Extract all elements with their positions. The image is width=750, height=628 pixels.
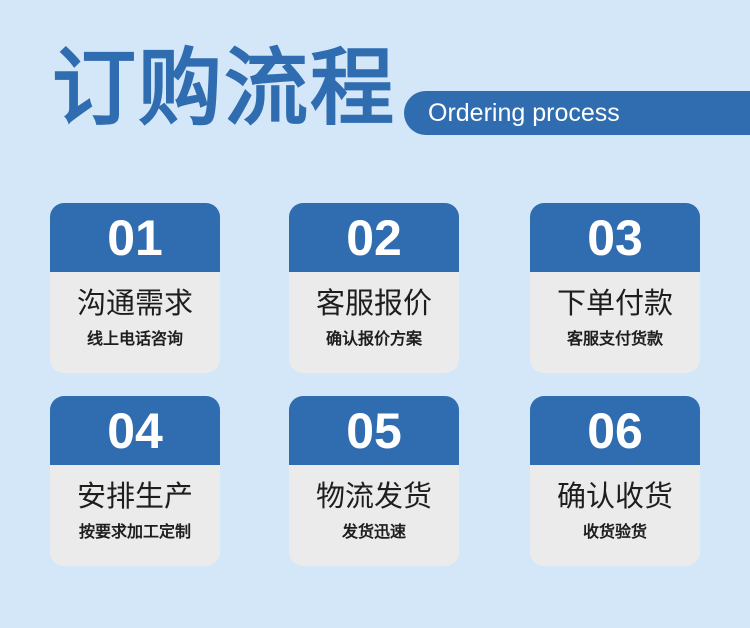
step-description: 确认报价方案 [325,329,422,348]
step-number: 06 [587,402,643,459]
step-description: 收货验货 [582,522,647,541]
step-number: 04 [107,402,163,459]
step-card-06: 06 确认收货 收货验货 [530,396,700,566]
step-card-header: 02 [289,203,459,272]
step-number: 03 [587,209,643,266]
step-card-04: 04 安排生产 按要求加工定制 [50,396,220,566]
step-card-header: 03 [530,203,700,272]
step-description: 客服支付货款 [566,329,663,348]
step-title: 确认收货 [556,479,673,513]
step-description: 线上电话咨询 [86,329,183,348]
step-card-05: 05 物流发货 发货迅速 [289,396,459,566]
step-card-header: 06 [530,396,700,465]
step-number: 01 [107,209,163,266]
step-number: 02 [346,209,402,266]
page-subtitle: Ordering process [428,99,620,127]
step-card-header: 04 [50,396,220,465]
subtitle-banner: Ordering process [404,91,750,135]
step-card-01: 01 沟通需求 线上电话咨询 [50,203,220,373]
step-title: 客服报价 [315,286,432,320]
step-title: 下单付款 [556,286,673,320]
step-title: 沟通需求 [76,286,193,320]
step-card-03: 03 下单付款 客服支付货款 [530,203,700,373]
step-description: 发货迅速 [341,522,406,541]
step-number: 05 [346,402,402,459]
step-card-header: 01 [50,203,220,272]
page-title: 订购流程 [52,39,397,137]
step-title: 物流发货 [315,479,432,513]
step-card-header: 05 [289,396,459,465]
step-card-02: 02 客服报价 确认报价方案 [289,203,459,373]
step-title: 安排生产 [76,479,193,513]
step-description: 按要求加工定制 [78,522,191,541]
